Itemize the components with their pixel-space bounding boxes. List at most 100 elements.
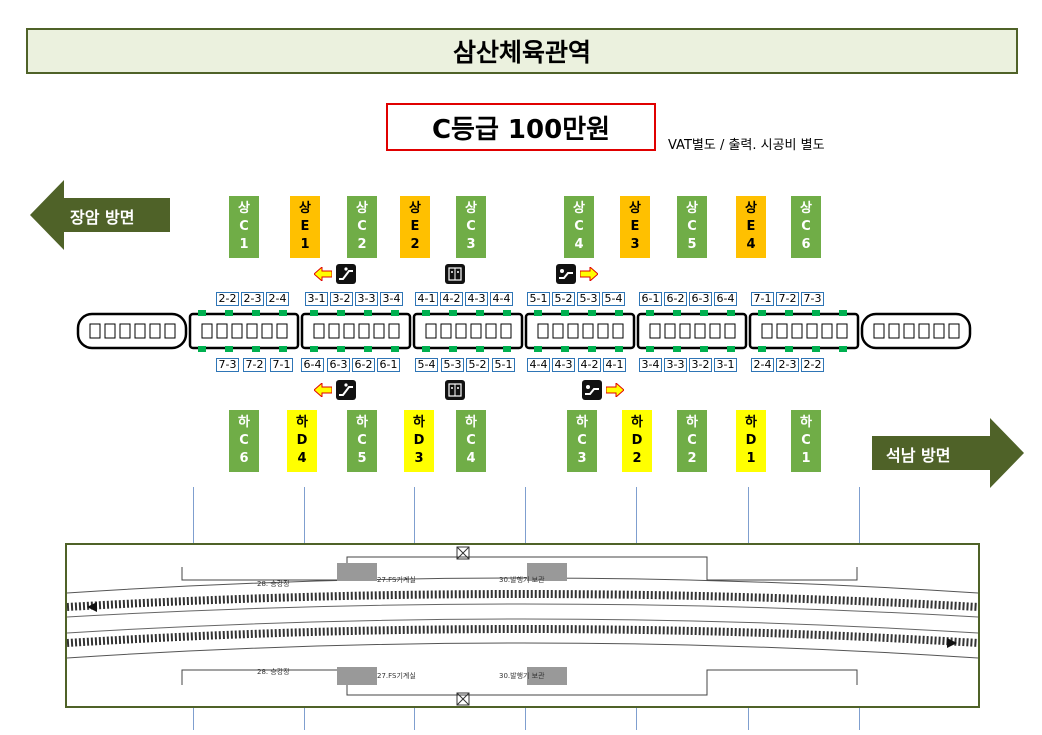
elevator-icon xyxy=(445,380,465,400)
arrow-right-icon xyxy=(606,383,624,397)
platform-floor-plan: 28. 승강장 27.FS기계실 30.발행기 보관 28. 승강장 27.FS… xyxy=(65,543,980,708)
ad-box-text: C xyxy=(466,433,476,448)
train-car xyxy=(748,312,860,350)
train-window xyxy=(791,323,803,339)
door-label: 7-3 xyxy=(801,292,824,306)
train-door-marker xyxy=(391,346,399,352)
train-door-marker xyxy=(588,310,596,316)
ad-box-text: C xyxy=(357,433,367,448)
door-label: 6-2 xyxy=(664,292,687,306)
train-door-marker xyxy=(364,346,372,352)
ad-box-text: C xyxy=(357,219,367,234)
door-label: 6-1 xyxy=(377,358,400,372)
ad-box-text: 3 xyxy=(577,451,587,466)
ad-box-text: 상 xyxy=(238,201,250,216)
train-door-marker xyxy=(758,310,766,316)
train-door-marker xyxy=(812,310,820,316)
door-label: 3-1 xyxy=(305,292,328,306)
train-door-marker xyxy=(252,310,260,316)
door-label: 7-2 xyxy=(776,292,799,306)
ad-box-text: 하 xyxy=(413,415,425,430)
ad-box-text: 하 xyxy=(465,415,477,430)
train-door-marker xyxy=(615,346,623,352)
door-label: 5-1 xyxy=(527,292,550,306)
ad-box-text: 상 xyxy=(465,201,477,216)
door-label: 4-1 xyxy=(603,358,626,372)
train-window xyxy=(597,323,609,339)
ad-box-text: 하 xyxy=(686,415,698,430)
train-door-marker xyxy=(673,346,681,352)
train-window xyxy=(664,323,676,339)
door-label: 4-3 xyxy=(465,292,488,306)
door-label: 5-4 xyxy=(602,292,625,306)
ad-box-text: 상 xyxy=(299,201,311,216)
grade-price-box: C등급 100만원 xyxy=(386,103,656,151)
train-door-marker xyxy=(727,346,735,352)
ad-box-text: 2 xyxy=(357,237,367,252)
door-label: 5-2 xyxy=(552,292,575,306)
train-window xyxy=(918,323,930,339)
plan-label: 28. 승강장 xyxy=(257,668,290,676)
door-label: 6-3 xyxy=(327,358,350,372)
train-door-marker xyxy=(449,310,457,316)
train-door-marker xyxy=(785,346,793,352)
door-label: 5-3 xyxy=(577,292,600,306)
train-door-marker xyxy=(279,346,287,352)
train-window xyxy=(246,323,258,339)
train-window xyxy=(231,323,243,339)
door-label: 4-2 xyxy=(440,292,463,306)
train-door-marker xyxy=(279,310,287,316)
ad-box-text: 3 xyxy=(630,237,640,252)
train-window xyxy=(388,323,400,339)
door-label: 5-3 xyxy=(441,358,464,372)
train-door-marker xyxy=(561,346,569,352)
ad-box-text: C xyxy=(801,219,811,234)
ad-box-text: E xyxy=(410,219,420,234)
train-door-marker xyxy=(476,346,484,352)
arrow-left-icon xyxy=(314,383,332,397)
train-door-marker xyxy=(839,346,847,352)
train-window xyxy=(149,323,161,339)
door-label: 7-2 xyxy=(243,358,266,372)
train-window xyxy=(134,323,146,339)
ad-box-text: D xyxy=(413,433,425,448)
ad-box-text: C xyxy=(574,219,584,234)
ad-box-text: 하 xyxy=(745,415,757,430)
train-window xyxy=(276,323,288,339)
door-label: 6-2 xyxy=(352,358,375,372)
plan-label: 30.발행기 보관 xyxy=(499,576,545,584)
ad-box-text: C xyxy=(801,433,811,448)
door-label: 6-1 xyxy=(639,292,662,306)
door-label: 2-2 xyxy=(216,292,239,306)
direction-right-arrow: 석남 방면 xyxy=(872,418,1024,488)
ad-box-text: 하 xyxy=(238,415,250,430)
train-door-marker xyxy=(198,310,206,316)
train-diagram xyxy=(76,310,972,352)
arrow-left-icon xyxy=(314,267,332,281)
train-door-marker xyxy=(758,346,766,352)
train-door-marker xyxy=(700,346,708,352)
train-car xyxy=(636,312,748,350)
ad-box-text: C xyxy=(687,219,697,234)
train-door-marker xyxy=(225,346,233,352)
train-window xyxy=(537,323,549,339)
train-door-marker xyxy=(588,346,596,352)
train-window xyxy=(119,323,131,339)
ad-box-text: E xyxy=(630,219,640,234)
train-window xyxy=(888,323,900,339)
door-label: 2-2 xyxy=(801,358,824,372)
train-door-marker xyxy=(673,310,681,316)
ad-box-text: D xyxy=(631,433,643,448)
train-door-marker xyxy=(422,310,430,316)
direction-left-label: 장암 방면 xyxy=(70,208,135,227)
train-door-marker xyxy=(534,310,542,316)
